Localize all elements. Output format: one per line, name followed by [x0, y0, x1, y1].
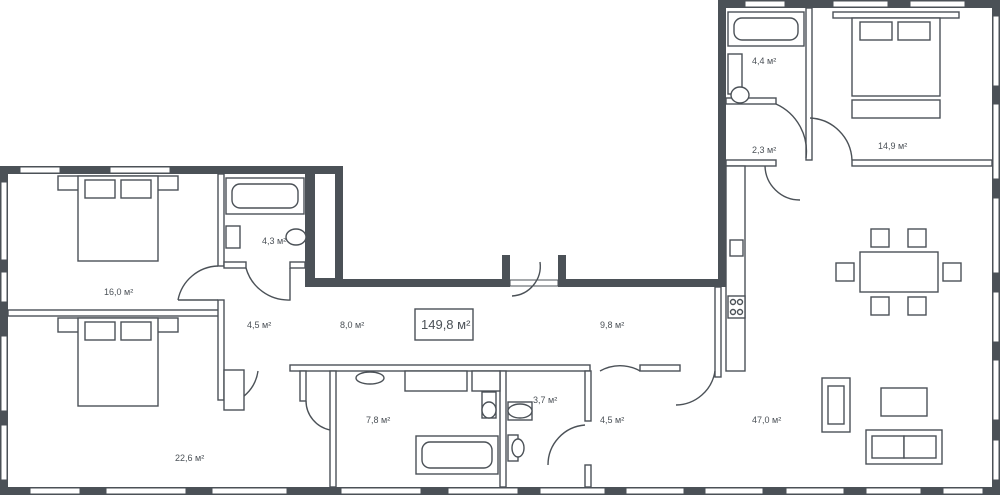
stove-icon	[727, 295, 746, 319]
toilet-icon	[225, 225, 307, 249]
total-area-badge: 149,8 м²	[414, 308, 474, 341]
room-area-label: 4,4 м²	[752, 56, 776, 66]
room-area-label: 3,7 м²	[533, 395, 557, 405]
armchair-icon	[821, 377, 851, 433]
bathtub-icon	[415, 435, 499, 475]
room-area-label: 9,8 м²	[600, 320, 624, 330]
sofa-icon	[865, 429, 943, 465]
cabinet-icon	[404, 370, 501, 392]
total-area-label: 149,8 м²	[421, 317, 471, 332]
bed-icon	[57, 317, 179, 407]
sink-icon	[729, 239, 744, 257]
room-area-label: 8,0 м²	[340, 320, 364, 330]
toilet-icon	[507, 401, 533, 421]
room-area-label: 22,6 м²	[175, 453, 204, 463]
bed-icon	[57, 175, 179, 262]
room-area-label: 14,9 м²	[878, 141, 907, 151]
room-area-label: 7,8 м²	[366, 415, 390, 425]
furniture	[57, 11, 962, 475]
toilet-icon	[481, 391, 497, 419]
room-area-label: 4,5 м²	[600, 415, 624, 425]
sink-icon	[355, 371, 385, 385]
room-area-label: 2,3 м²	[752, 145, 776, 155]
toilet-icon	[727, 53, 750, 104]
bathtub-icon	[727, 11, 805, 47]
room-labels: 4,4 м² 2,3 м² 14,9 м² 4,3 м² 16,0 м² 4,5…	[104, 56, 907, 463]
room-area-label: 4,5 м²	[247, 320, 271, 330]
room-area-label: 47,0 м²	[752, 415, 781, 425]
interior-walls	[7, 7, 993, 488]
bed-icon	[832, 11, 960, 119]
coffee-table-icon	[880, 387, 928, 417]
wardrobe-icon	[223, 369, 245, 411]
dining-table-icon	[835, 228, 962, 316]
bathtub-icon	[225, 177, 305, 215]
doors	[177, 103, 853, 466]
toilet-icon	[507, 434, 525, 462]
room-area-label: 16,0 м²	[104, 287, 133, 297]
room-area-label: 4,3 м²	[262, 236, 286, 246]
